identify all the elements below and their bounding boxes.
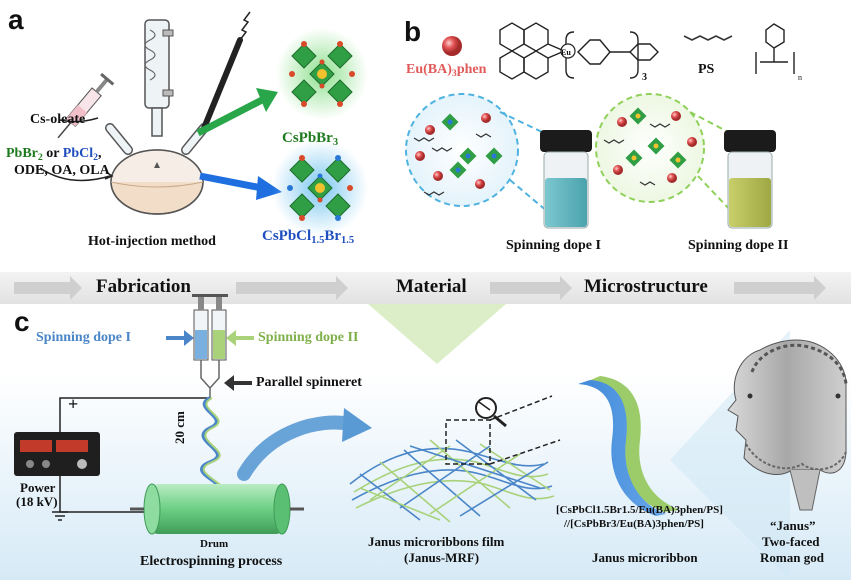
- positive-terminal: +: [68, 394, 79, 414]
- panel-c-letter: c: [14, 306, 30, 337]
- hot-injection-label: Hot-injection method: [88, 234, 216, 249]
- drum-label: Drum: [200, 538, 229, 550]
- power-voltage-label: (18 kV): [16, 494, 58, 509]
- c-spinning-dope-1-label: Spinning dope I: [36, 330, 131, 345]
- c-spinning-dope-2-label: Spinning dope II: [258, 330, 359, 345]
- cs-oleate-label: Cs-oleate: [30, 112, 86, 127]
- janus-mrf-label: (Janus-MRF): [404, 550, 480, 565]
- spinning-dope-2-label: Spinning dope II: [688, 238, 789, 253]
- cspbclbr-label: CsPbCl1.5Br1.5: [262, 228, 355, 246]
- ps-n-subscript: n: [798, 73, 802, 82]
- janus-microribbon-label: Janus microribbon: [592, 550, 698, 565]
- formula-line-1: [CsPbCl1.5Br1.5/Eu(BA)3phen/PS]: [556, 504, 723, 516]
- spinning-dope-1-label: Spinning dope I: [506, 238, 601, 253]
- electrospinning-process-label: Electrospinning process: [140, 554, 283, 569]
- flow-bar: [0, 272, 851, 304]
- janus-film-label: Janus microribbons film: [368, 534, 505, 549]
- power-label: Power: [20, 480, 56, 495]
- two-faced-label: Two-faced: [762, 534, 820, 549]
- solvents-label: ODE, OA, OLA: [14, 163, 110, 178]
- panel-b-letter: b: [404, 16, 422, 47]
- flow-step-fabrication: Fabrication: [96, 276, 191, 297]
- cspbbr3-label: CsPbBr3: [282, 130, 339, 148]
- ps-label: PS: [698, 62, 715, 77]
- flow-step-microstructure: Microstructure: [584, 276, 708, 297]
- parallel-spinneret-label: Parallel spinneret: [256, 375, 362, 390]
- lead-halide-label: PbBr2 or PbCl2,: [6, 146, 102, 163]
- flow-step-material: Material: [396, 276, 467, 297]
- formula-line-2: //[CsPbBr3/Eu(BA)3phen/PS]: [564, 518, 704, 530]
- eu-complex-label: Eu(BA)3phen: [406, 62, 487, 79]
- eu-atom: Eu: [561, 48, 571, 57]
- roman-god-label: Roman god: [760, 550, 824, 565]
- panel-a-letter: a: [8, 4, 24, 35]
- complex-subscript: 3: [642, 72, 647, 83]
- janus-quote-label: “Janus”: [770, 518, 816, 533]
